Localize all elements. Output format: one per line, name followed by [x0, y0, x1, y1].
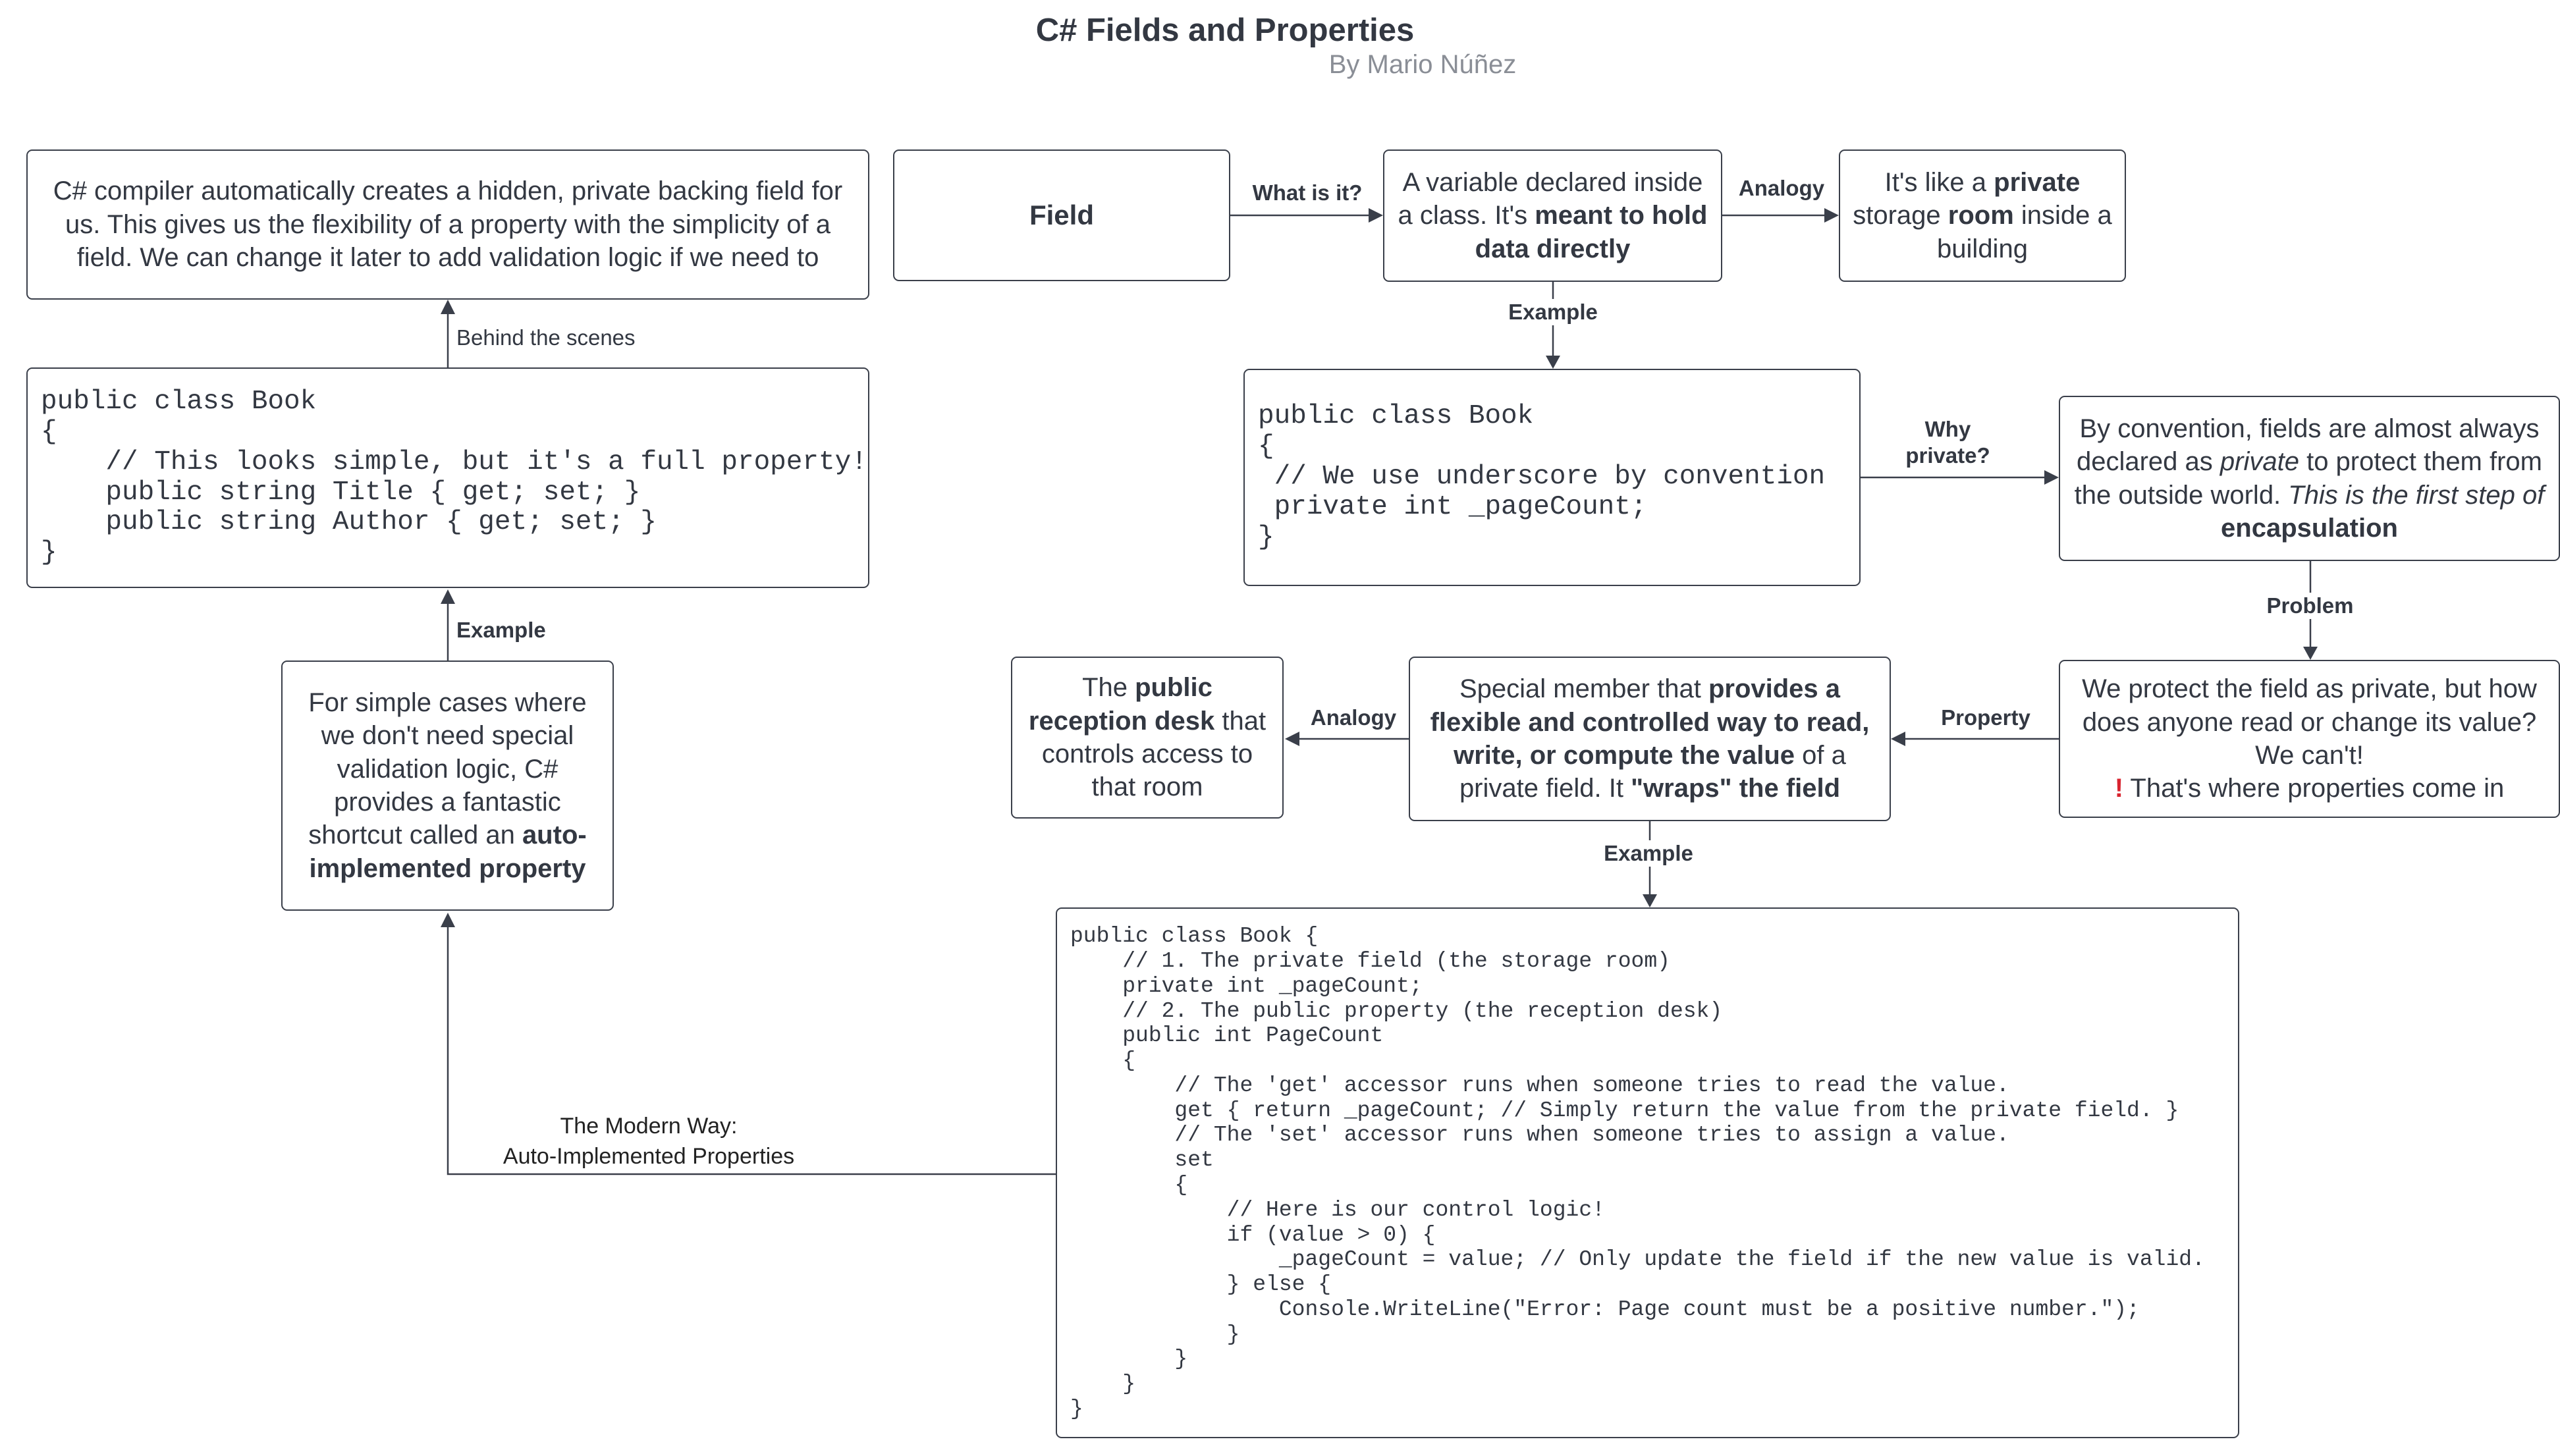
bold-text: auto-implemented property: [309, 821, 587, 883]
code-block: public class Book { // 1. The private fi…: [1070, 924, 2205, 1422]
edge-label-example: Example: [1504, 299, 1602, 326]
node-text: C# compiler automatically creates a hidd…: [38, 175, 858, 274]
edge-label-property: Property: [1933, 705, 2038, 732]
problem-node: We protect the field as private, but how…: [2059, 660, 2560, 818]
edge-label-example: Example: [1599, 840, 1698, 867]
field-definition-node: A variable declared inside a class. It's…: [1383, 149, 1722, 282]
arrowhead: [441, 300, 455, 314]
convention-node: By convention, fields are almost always …: [2059, 396, 2560, 561]
field-node: Field: [893, 149, 1230, 281]
text-run: It's like a: [1884, 167, 1994, 197]
bold-text: Field: [1029, 199, 1094, 230]
diagram-author: By Mario Núñez: [1328, 50, 1517, 79]
bold-text: "wraps" the field: [1631, 774, 1841, 803]
arrowhead: [2303, 647, 2318, 660]
auto-property-node: For simple cases where we don't need spe…: [281, 661, 614, 911]
property-node: Special member that provides a flexible …: [1409, 657, 1891, 821]
arrowhead: [441, 589, 455, 604]
text-run: Special member that: [1459, 674, 1708, 704]
code-block: public class Book { // We use underscore…: [1258, 401, 1826, 553]
node-text: A variable declared inside a class. It's…: [1395, 166, 1710, 265]
edge-label-behind-the-scenes: Behind the scenes: [456, 325, 654, 352]
text-run: to protect them from the outside world.: [2074, 447, 2550, 510]
bold-text: encapsulation: [2221, 513, 2398, 543]
arrowhead: [1285, 732, 1299, 746]
text-run: By convention, fields are almost always …: [2076, 414, 2547, 477]
node-text: The public reception desk that controls …: [1023, 671, 1272, 804]
node-text: We protect the field as private, but how…: [2071, 672, 2548, 805]
arrowhead: [1546, 356, 1560, 369]
code-block: public class Book { // This looks simple…: [41, 386, 867, 568]
diagram-title: C# Fields and Properties: [1035, 13, 1415, 48]
text-run: storage: [1853, 167, 2088, 230]
arrowhead: [1891, 732, 1905, 746]
bold-text: provides a flexible and controlled way t…: [1430, 674, 1877, 770]
text-run: The: [1082, 673, 1135, 703]
edge-label-example: Example: [456, 617, 552, 644]
node-text: Field: [1029, 198, 1094, 233]
text-run: C# compiler automatically creates a hidd…: [53, 176, 850, 273]
node-text: Special member that provides a flexible …: [1421, 672, 1879, 805]
edge-label-what-is-it: What is it?: [1248, 180, 1367, 207]
reception-analogy-node: The public reception desk that controls …: [1011, 657, 1284, 819]
text-run: We protect the field as private, but how…: [2082, 674, 2537, 770]
arrowhead: [1369, 208, 1383, 223]
node-text: For simple cases where we don't need spe…: [293, 686, 602, 885]
text-run: A variable declared inside a class. It's: [1398, 167, 1710, 230]
arrowhead: [1643, 894, 1657, 907]
text-run: That's where properties come in: [2123, 774, 2505, 803]
text-run: of a private field. It: [1459, 741, 1853, 803]
italic-text: private: [2220, 447, 2299, 477]
edge-property-example-to-auto-property: [447, 927, 1056, 1175]
italic-text: This is the first step of: [2288, 480, 2552, 510]
edge-label-analogy: Analogy: [1735, 175, 1828, 202]
bold-text: private: [1994, 167, 2081, 197]
arrowhead: [2044, 470, 2059, 485]
field-analogy-node: It's like a private storage room inside …: [1839, 149, 2126, 282]
auto-property-code-node: public class Book { // This looks simple…: [26, 367, 869, 588]
node-text: By convention, fields are almost always …: [2071, 412, 2548, 545]
edge-label-modern-way: The Modern Way: Auto-Implemented Propert…: [503, 1114, 795, 1169]
bold-text: public reception desk: [1028, 673, 1220, 736]
bold-text: room: [1947, 201, 2014, 230]
arrowhead: [441, 913, 455, 927]
exclamation-icon: !: [2114, 774, 2124, 803]
text-run: For simple cases where we don't need spe…: [308, 688, 594, 850]
property-code-node: public class Book { // 1. The private fi…: [1056, 907, 2239, 1438]
compiler-note-node: C# compiler automatically creates a hidd…: [26, 149, 869, 300]
edge-label-analogy: Analogy: [1307, 705, 1400, 732]
node-text: It's like a private storage room inside …: [1851, 166, 2114, 265]
text-run: that controls access to that room: [1041, 706, 1274, 802]
text-run: inside a building: [1937, 201, 2119, 263]
edge-label-problem: Problem: [2259, 593, 2361, 620]
field-code-node: public class Book { // We use underscore…: [1243, 369, 1861, 586]
edge-label-why-private: Why private?: [1897, 416, 1999, 470]
bold-text: meant to hold data directly: [1475, 201, 1715, 263]
arrowhead: [1824, 208, 1839, 223]
